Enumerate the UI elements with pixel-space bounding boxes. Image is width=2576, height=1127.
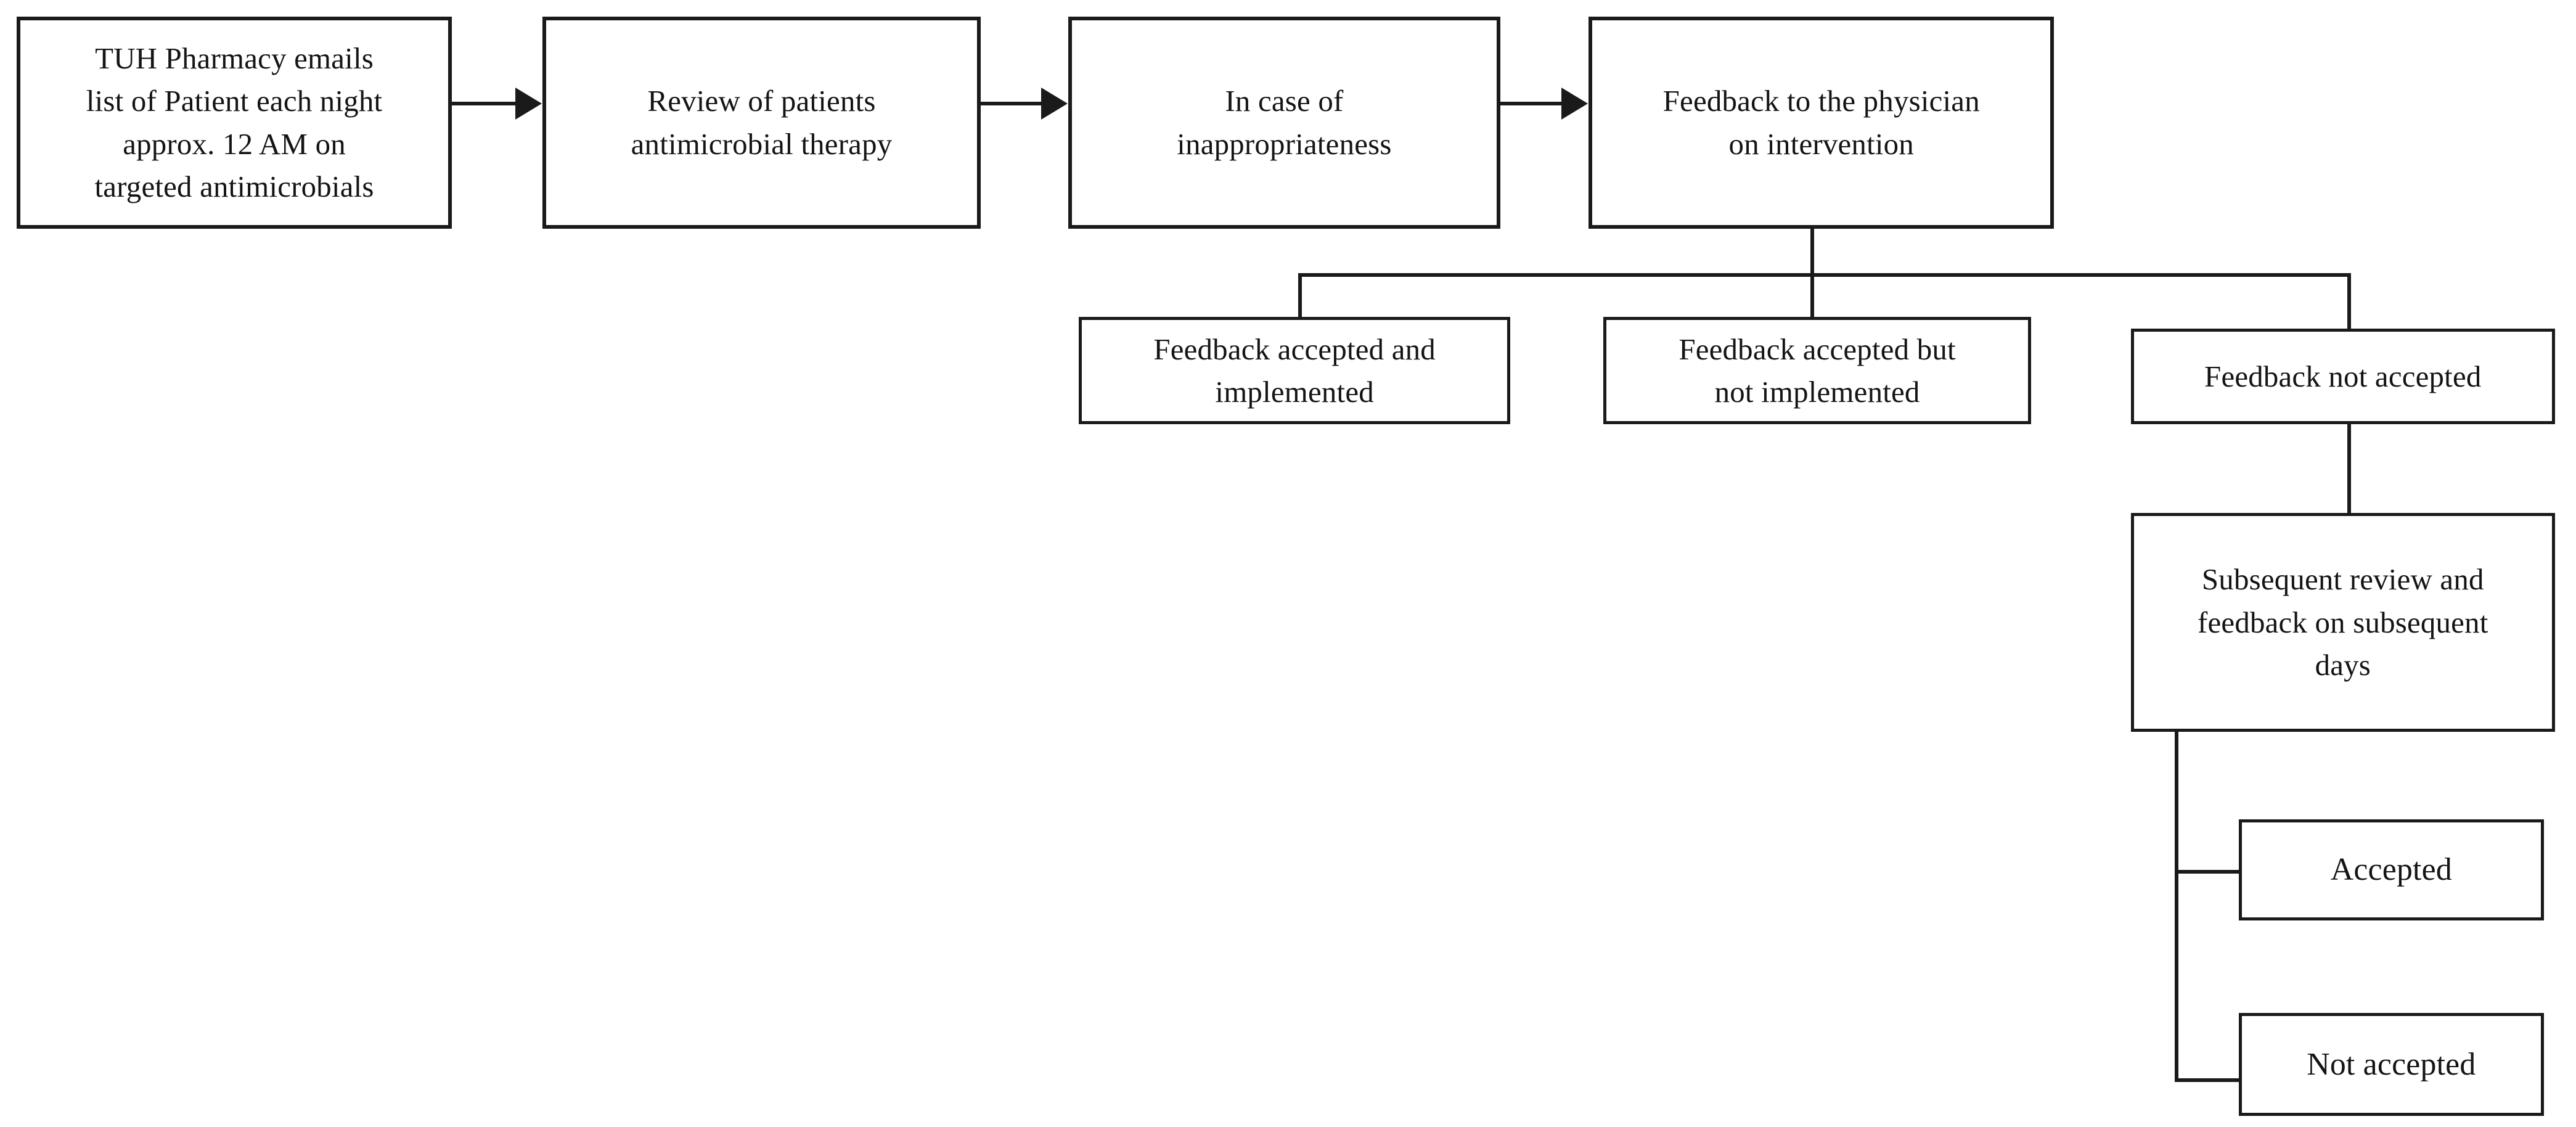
- connector-branch-horizontal: [1298, 273, 2351, 277]
- arrow-right-icon: [1041, 87, 1068, 120]
- node-accepted-implemented: Feedback accepted and implemented: [1079, 317, 1511, 424]
- arrow-right-icon: [515, 87, 542, 120]
- node-accepted-not-implemented-label: Feedback accepted but not implemented: [1678, 332, 1956, 409]
- node-inappropriateness: In case of inappropriateness: [1068, 17, 1500, 229]
- node-feedback-physician-label: Feedback to the physician on interventio…: [1662, 84, 1980, 161]
- node-subsequent-review-label: Subsequent review and feedback on subseq…: [2198, 562, 2488, 682]
- node-accepted-implemented-label: Feedback accepted and implemented: [1153, 332, 1436, 409]
- node-feedback-not-accepted-label: Feedback not accepted: [2204, 359, 2482, 393]
- node-pharmacy-email-label: TUH Pharmacy emails list of Patient each…: [86, 41, 383, 204]
- arrow-right-icon: [1561, 87, 1589, 120]
- connector-drop-not-accepted: [2347, 273, 2351, 330]
- node-not-accepted-label: Not accepted: [2307, 1046, 2476, 1082]
- node-accepted-label: Accepted: [2330, 852, 2452, 888]
- node-subsequent-review: Subsequent review and feedback on subseq…: [2130, 513, 2555, 732]
- arrow-shaft-3: [1499, 102, 1564, 106]
- arrow-shaft-1: [451, 102, 518, 106]
- node-feedback-physician: Feedback to the physician on interventio…: [1589, 17, 2055, 229]
- connector-feedback-branch-vertical: [1810, 226, 1814, 319]
- node-inappropriateness-label: In case of inappropriateness: [1177, 84, 1392, 161]
- connector-subsequent-vertical: [2174, 730, 2178, 1082]
- node-pharmacy-email: TUH Pharmacy emails list of Patient each…: [17, 17, 452, 229]
- connector-stub-accepted: [2174, 869, 2241, 874]
- node-accepted-not-implemented: Feedback accepted but not implemented: [1603, 317, 2032, 424]
- node-accepted: Accepted: [2238, 819, 2545, 920]
- node-not-accepted: Not accepted: [2238, 1012, 2545, 1116]
- connector-stub-not-accepted: [2174, 1078, 2241, 1082]
- node-review-therapy: Review of patients antimicrobial therapy: [542, 17, 981, 229]
- connector-not-accepted-to-subsequent: [2347, 422, 2351, 515]
- node-feedback-not-accepted: Feedback not accepted: [2130, 328, 2555, 424]
- connector-drop-accepted-implemented: [1298, 273, 1302, 319]
- node-review-therapy-label: Review of patients antimicrobial therapy: [631, 84, 893, 161]
- arrow-shaft-2: [979, 102, 1044, 106]
